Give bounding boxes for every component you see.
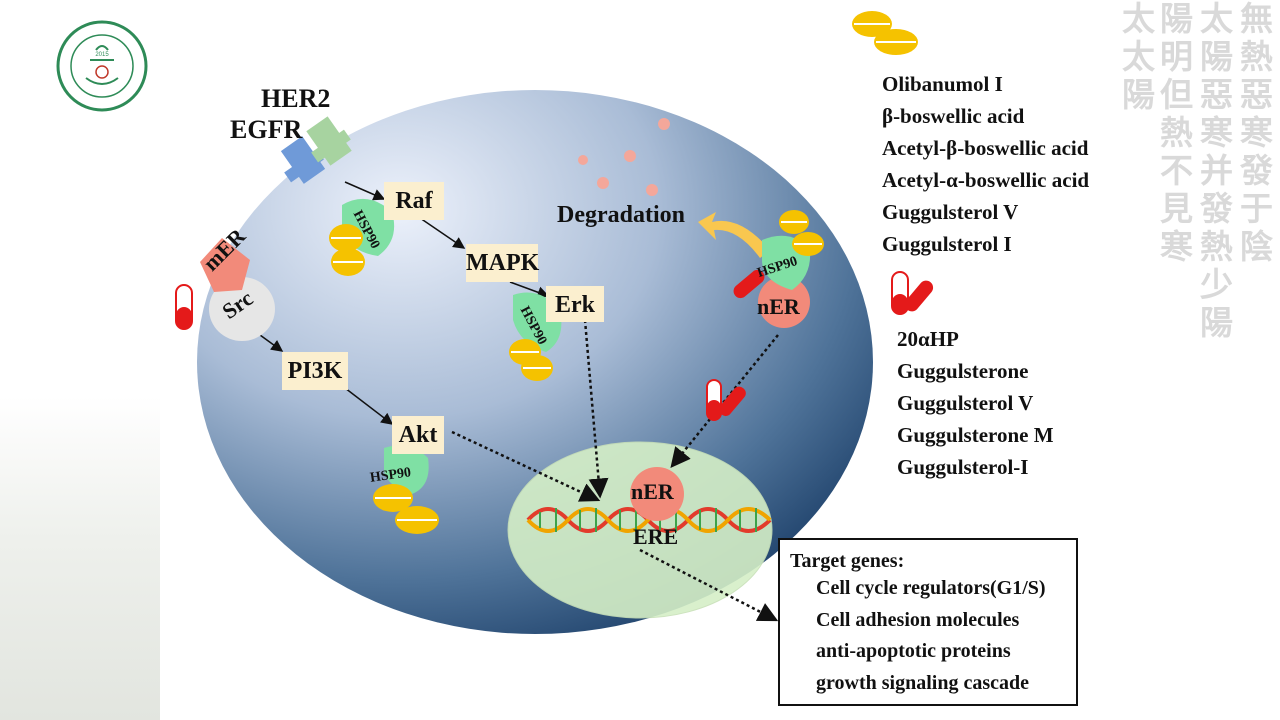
calligraphy-col-4: 無熱惡寒發于陰 (1240, 0, 1273, 266)
compound-item: Acetyl-β-boswellic acid (882, 136, 1089, 160)
nucleus (507, 441, 773, 619)
logo-year: 2015 (95, 52, 109, 58)
target-genes-box: Target genes: Cell cycle regulators(G1/S… (778, 538, 1078, 706)
box-erk: Erk (546, 286, 604, 322)
capsule-icons (175, 269, 934, 421)
degradation-arrow (698, 212, 770, 258)
calligraphy-col-1: 太太陽 (1122, 0, 1155, 114)
src-circle (209, 277, 275, 341)
tablet-icons (329, 11, 918, 534)
ner-nucleus-circle (630, 467, 684, 521)
label-ere: ERE (633, 524, 679, 549)
her2-receptor (306, 116, 352, 166)
box-mapk: MAPK (466, 244, 539, 282)
compound-item: Olibanumol I (882, 72, 1003, 96)
arrow-raf-mapk (419, 217, 466, 249)
right-calligraphy-panel: 太太陽 陽明但熱不見寒 太陽惡寒并發熱少陽 無熱惡寒發于陰 (1120, 0, 1280, 720)
target-gene-item: anti-apoptotic proteins (816, 640, 1011, 662)
target-genes-title: Target genes: (790, 550, 905, 572)
calligraphy-col-3: 太陽惡寒并發熱少陽 (1200, 0, 1233, 342)
university-logo: 2015 (56, 20, 148, 112)
egfr-receptor (280, 136, 326, 184)
compound-item: 20αHP (897, 327, 959, 351)
compound-list-tablets: Olibanumol I β-boswellic acid Acetyl-β-b… (882, 68, 1089, 260)
arrow-pi3k-akt (344, 387, 394, 425)
box-akt: Akt (392, 416, 444, 454)
target-gene-item: Cell cycle regulators(G1/S) (816, 577, 1046, 599)
mer-shape (200, 238, 250, 292)
label-ner-cytoplasm: nER (757, 294, 800, 319)
label-egfr: EGFR (230, 115, 303, 144)
box-raf: Raf (384, 182, 444, 220)
hsp90-akt-shape (384, 445, 429, 494)
box-pi3k: PI3K (282, 352, 348, 390)
compound-list-capsules: 20αHP Guggulsterone Guggulsterol V Guggu… (897, 323, 1054, 483)
compound-item: Guggulsterol V (882, 200, 1019, 224)
target-gene-item: growth signaling cascade (816, 671, 1029, 694)
label-ner-nucleus: nER (631, 479, 674, 504)
compound-item: Guggulsterol V (897, 391, 1034, 415)
ner-cytoplasm-circle (758, 276, 810, 328)
target-gene-item: Cell adhesion molecules (816, 608, 1020, 631)
calligraphy-col-2: 陽明但熱不見寒 (1160, 0, 1193, 266)
arrow-ere-targets (639, 548, 779, 622)
compound-item: Guggulsterol I (882, 232, 1012, 256)
arrow-receptor-raf (344, 181, 386, 201)
arrow-src-pi3k (259, 334, 284, 352)
compound-item: Guggulsterone (897, 359, 1029, 383)
compound-item: β-boswellic acid (882, 104, 1025, 128)
compound-item: Guggulsterol-I (897, 455, 1029, 479)
label-her2: HER2 (261, 84, 331, 113)
left-decoration-panel (0, 0, 160, 720)
paw-prints (578, 118, 670, 196)
compound-item: Acetyl-α-boswellic acid (882, 168, 1090, 192)
dna-helix (526, 507, 772, 533)
label-degradation: Degradation (557, 202, 685, 228)
compound-item: Guggulsterone M (897, 423, 1054, 447)
arrow-mapk-erk (509, 281, 550, 299)
arrow-akt-ere (451, 430, 601, 502)
